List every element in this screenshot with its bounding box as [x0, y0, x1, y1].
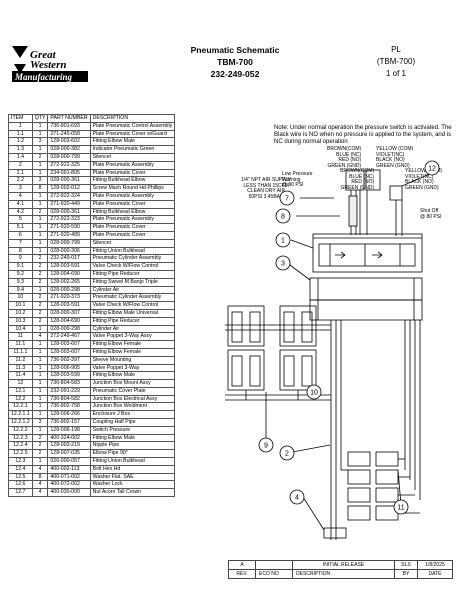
- rev-description: INITIAL RELEASE: [292, 560, 395, 570]
- drawing-title: Pneumatic Schematic: [190, 45, 280, 55]
- revision-block: A INITIAL RELEASE SLS 1/8/2025 REV. ECO …: [228, 560, 453, 579]
- control-manifold: [312, 233, 423, 273]
- callout-12: [424, 160, 440, 176]
- wire-colors-left-bottom: BROWN(COM) BLUE (NC) RED (NO) GREEN (GND…: [340, 168, 375, 191]
- bom-cell-item: 12.7: [8, 488, 33, 498]
- callout-10: [306, 384, 322, 400]
- bom-cell-description: Nut Acorn Tall Crown: [89, 488, 176, 498]
- rev-by: SLS: [394, 560, 418, 570]
- callout-8: [275, 208, 291, 224]
- rev-eco: [255, 560, 293, 570]
- indicator-block: [348, 195, 358, 227]
- page-number: 1 of 1: [385, 69, 406, 78]
- logo-line1: Great: [30, 49, 57, 61]
- callout-11: [393, 499, 409, 515]
- callout-9: [258, 437, 274, 453]
- pl-label: PL: [391, 45, 401, 54]
- cylinder-assembly-9: [227, 305, 265, 400]
- drawing-part-number: 232-249-052: [210, 69, 260, 79]
- callout-1-text: 1: [281, 238, 285, 245]
- manifold-valve: [318, 243, 416, 267]
- company-logo: Great Western Manufacturing: [10, 44, 90, 84]
- callout-11-text: 11: [397, 505, 404, 512]
- low-pressure-label: Low Pressure Warning @ 90 PSI: [282, 171, 313, 189]
- rev-date: 1/8/2025: [417, 560, 453, 570]
- callout-9-text: 9: [264, 443, 268, 450]
- pressure-switch-note: Note: Under normal operation the pressur…: [274, 125, 452, 145]
- callout-3: [275, 255, 291, 271]
- callout-7: [279, 190, 295, 206]
- rev-header-description: DESCRIPTION: [292, 569, 395, 579]
- wire-colors-left-top: BROWN(COM) BLUE (NC) RED (NO) GREEN (GND…: [327, 146, 362, 169]
- logo-line3: Manufacturing: [14, 72, 73, 82]
- callout-12-text: 12: [428, 166, 436, 173]
- callout-7-text: 7: [285, 196, 289, 203]
- bottom-plate: [323, 527, 347, 539]
- callout-2-text: 2: [285, 451, 289, 458]
- rev-header-eco: ECO NO: [255, 569, 293, 579]
- title-block-right: PL (TBM-700) 1 of 1: [360, 44, 432, 80]
- drawing-model: TBM-700: [217, 57, 253, 67]
- pneumatic-plate-assembly: [309, 277, 423, 301]
- callout-8-text: 8: [281, 214, 285, 221]
- rev-header-by: BY: [394, 569, 418, 579]
- callout-4-text: 4: [295, 495, 299, 502]
- callout-1: [275, 232, 291, 248]
- callout-2: [279, 445, 295, 461]
- callout-10-text: 10: [310, 390, 318, 397]
- bom-cell-part-number: 400-030-000: [47, 488, 91, 498]
- wire-colors-right-top: YELLOW (COM) VIOLET(NC) BLACK (NO) GREEN…: [376, 146, 414, 169]
- rev-header-date: DATE: [417, 569, 453, 579]
- shutoff-label: Shut Off @ 80 PSI: [420, 208, 442, 220]
- poppet-valve-group: [341, 451, 420, 521]
- shutoff-switch: [389, 185, 403, 201]
- logo-line2: Western: [30, 59, 66, 71]
- pressure-switch-left: [345, 169, 365, 191]
- air-supply-label: 1/4" NPT AIR SUPPLY LESS THAN 15CFM CLEA…: [241, 177, 292, 200]
- rev-letter: A: [228, 560, 256, 570]
- callout-4: [289, 489, 305, 505]
- callout-3-text: 3: [281, 261, 285, 268]
- pressure-switch-right: [365, 169, 381, 191]
- title-block: Pneumatic Schematic TBM-700 232-249-052: [160, 44, 310, 80]
- rev-header-rev: REV.: [228, 569, 256, 579]
- pl-model: (TBM-700): [376, 57, 416, 66]
- cylinder-assembly-10: [279, 305, 317, 400]
